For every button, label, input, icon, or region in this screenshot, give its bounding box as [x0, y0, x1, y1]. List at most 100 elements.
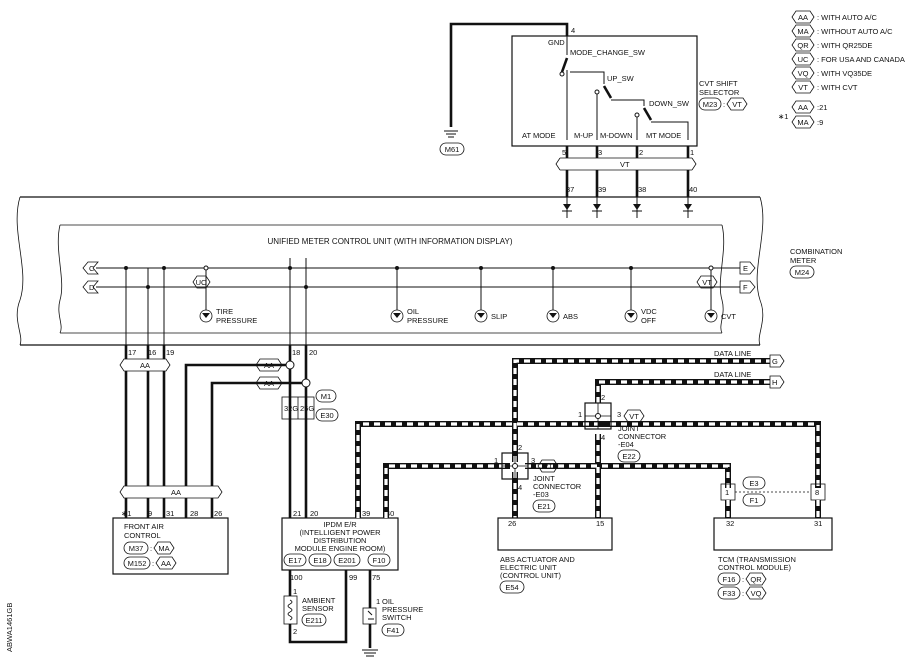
svg-text:OFF: OFF	[641, 316, 656, 325]
vt-harness: VT 37 39 38 40	[555, 146, 697, 197]
svg-text:1: 1	[578, 410, 582, 419]
svg-text:MT MODE: MT MODE	[646, 131, 681, 140]
svg-text:-E04: -E04	[618, 440, 634, 449]
svg-text:5: 5	[562, 148, 566, 157]
svg-text:AA: AA	[171, 488, 181, 497]
tcm: 1 8 E3 F1 32 31 TCM (TRANSMISSION CONTRO…	[713, 476, 833, 600]
svg-text:TCM (TRANSMISSION: TCM (TRANSMISSION	[718, 555, 796, 564]
combination-meter: UNIFIED METER CONTROL UNIT (WITH INFORMA…	[16, 196, 842, 357]
svg-text:F1: F1	[750, 496, 759, 505]
svg-text:F10: F10	[373, 556, 386, 565]
svg-text:E3: E3	[749, 479, 758, 488]
front-air-control: FRONT AIR CONTROL M37 : MA M152 : AA	[112, 517, 229, 575]
legend-item-vq: VQ : WITH VQ35DE	[791, 66, 872, 80]
joint-connector-e03: 1 2 3 4 VT JOINT CONNECTOR -E03 E21	[494, 443, 582, 513]
svg-text:37: 37	[566, 185, 574, 194]
legend-item-vt: VT : WITH CVT	[791, 80, 858, 94]
legend-item-ma: MA : WITHOUT AUTO A/C	[791, 24, 893, 38]
svg-text:QR: QR	[797, 41, 809, 50]
svg-text:OIL: OIL	[382, 597, 394, 606]
svg-text:2: 2	[518, 443, 522, 452]
svg-text:(INTELLIGENT POWER: (INTELLIGENT POWER	[299, 528, 381, 537]
svg-text:ELECTRIC UNIT: ELECTRIC UNIT	[500, 563, 557, 572]
svg-text:MA: MA	[797, 27, 808, 36]
svg-text:31: 31	[814, 519, 822, 528]
svg-text::21: :21	[817, 103, 827, 112]
svg-text:VDC: VDC	[641, 307, 657, 316]
legend-item-uc: UC : FOR USA AND CANADA	[791, 52, 905, 66]
lamp-slip: SLIP	[474, 266, 507, 323]
svg-text:19: 19	[166, 348, 174, 357]
svg-text:8: 8	[815, 488, 819, 497]
legend: AA : WITH AUTO A/C MA : WITHOUT AUTO A/C…	[791, 10, 905, 94]
svg-text:39: 39	[598, 185, 606, 194]
svg-text:VT: VT	[702, 278, 712, 287]
svg-text:: WITH VQ35DE: : WITH VQ35DE	[817, 69, 872, 78]
svg-text:UNIFIED METER CONTROL UNIT (WI: UNIFIED METER CONTROL UNIT (WITH INFORMA…	[267, 237, 512, 246]
svg-text:32: 32	[726, 519, 734, 528]
svg-text:: WITH QR25DE: : WITH QR25DE	[817, 41, 872, 50]
svg-text:4: 4	[571, 26, 575, 35]
svg-text:E30: E30	[320, 411, 333, 420]
svg-text:SLIP: SLIP	[491, 312, 507, 321]
svg-text:MODE_CHANGE_SW: MODE_CHANGE_SW	[570, 48, 646, 57]
svg-text:F41: F41	[387, 626, 400, 635]
footnote: ∗1 AA :21 MA :9	[778, 100, 827, 129]
svg-text:32G: 32G	[284, 404, 298, 413]
svg-text:PRESSURE: PRESSURE	[407, 316, 448, 325]
svg-text:3: 3	[617, 410, 621, 419]
svg-text:100: 100	[290, 573, 303, 582]
svg-text:9: 9	[148, 509, 152, 518]
svg-text:38: 38	[638, 185, 646, 194]
lamp-cvt: VT CVT	[696, 265, 736, 323]
svg-text:28: 28	[190, 509, 198, 518]
svg-text:AA: AA	[140, 361, 150, 370]
svg-text:1: 1	[293, 587, 297, 596]
svg-text:AA: AA	[264, 379, 274, 388]
svg-text:39: 39	[362, 509, 370, 518]
svg-text:(CONTROL UNIT): (CONTROL UNIT)	[500, 571, 561, 580]
svg-text:VT: VT	[629, 412, 639, 421]
svg-text:AA: AA	[798, 103, 808, 112]
svg-text:TIRE: TIRE	[216, 307, 233, 316]
svg-text:OIL: OIL	[407, 307, 419, 316]
svg-text:∗1: ∗1	[121, 509, 131, 518]
svg-text:-E03: -E03	[533, 490, 549, 499]
svg-text:VQ: VQ	[798, 69, 809, 78]
svg-text:CONNECTOR: CONNECTOR	[533, 482, 582, 491]
svg-text:E18: E18	[313, 556, 326, 565]
svg-text:VT: VT	[732, 100, 742, 109]
svg-text:MA: MA	[158, 544, 169, 553]
svg-text::: :	[152, 559, 154, 568]
svg-text:SENSOR: SENSOR	[302, 604, 334, 613]
svg-text:JOINT: JOINT	[618, 424, 640, 433]
svg-text:DATA LINE: DATA LINE	[714, 349, 751, 358]
svg-text:F: F	[743, 283, 748, 292]
svg-text:E: E	[743, 264, 748, 273]
svg-text:15: 15	[596, 519, 604, 528]
svg-text:: WITHOUT AUTO A/C: : WITHOUT AUTO A/C	[817, 27, 893, 36]
svg-text:2: 2	[601, 393, 605, 402]
svg-text:C: C	[89, 264, 95, 273]
svg-text:AA: AA	[161, 559, 171, 568]
svg-text:DATA LINE: DATA LINE	[714, 370, 751, 379]
svg-text:2: 2	[293, 627, 297, 636]
svg-text:CONNECTOR: CONNECTOR	[618, 432, 667, 441]
svg-text:40: 40	[689, 185, 697, 194]
svg-text:DISTRIBUTION: DISTRIBUTION	[314, 536, 367, 545]
svg-text:IPDM E/R: IPDM E/R	[323, 520, 357, 529]
svg-text:AA: AA	[798, 13, 808, 22]
svg-text:AA: AA	[264, 361, 274, 370]
svg-text:M61: M61	[445, 145, 460, 154]
svg-text:CVT SHIFT: CVT SHIFT	[699, 79, 738, 88]
svg-text:VT: VT	[543, 462, 553, 471]
svg-text:PRESSURE: PRESSURE	[382, 605, 423, 614]
lamp-oil-pressure: OIL PRESSURE	[390, 266, 448, 325]
svg-text:M37: M37	[129, 544, 144, 553]
legend-item-qr: QR : WITH QR25DE	[791, 38, 872, 52]
figure-code: ABWA1461GB	[5, 603, 14, 652]
svg-text:UC: UC	[798, 55, 809, 64]
svg-text::: :	[723, 100, 725, 109]
svg-text:4: 4	[601, 433, 605, 442]
svg-text:SELECTOR: SELECTOR	[699, 88, 740, 97]
